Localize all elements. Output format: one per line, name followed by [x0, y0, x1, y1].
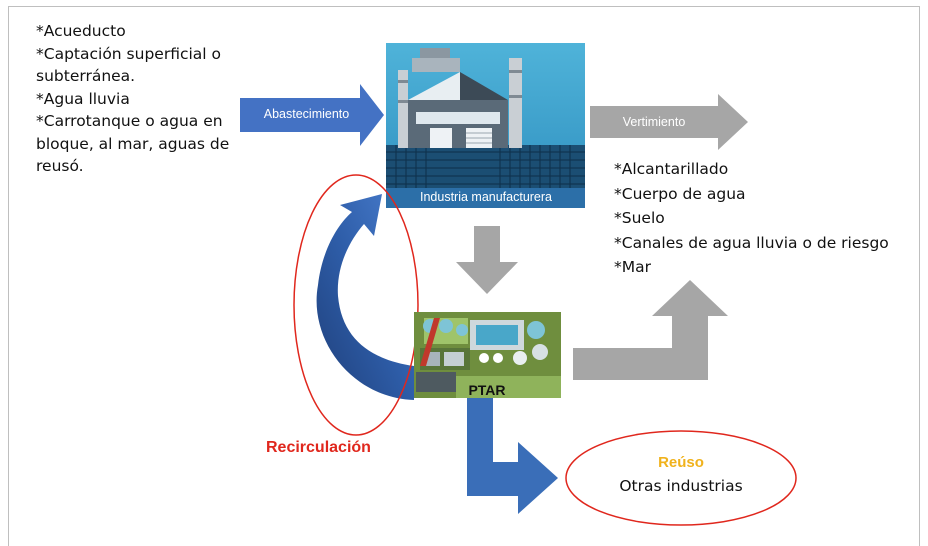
- discharge-arrow-label: Vertimiento: [622, 115, 686, 129]
- supply-arrow-label: Abastecimiento: [263, 107, 350, 121]
- discharge-target-item: *Suelo: [614, 209, 665, 228]
- reuse-subtitle: Otras industrias: [619, 477, 743, 495]
- recirculation-label: Recirculación: [266, 439, 371, 456]
- industry-building-image: [386, 43, 585, 208]
- industry-label: Industria manufacturera: [419, 190, 552, 204]
- water-source-item: reusó.: [36, 157, 84, 175]
- water-source-item: bloque, al mar, aguas de: [36, 134, 230, 153]
- water-sources-list: *Acueducto *Captación superficial o subt…: [36, 20, 261, 178]
- down-arrow: [456, 226, 518, 294]
- diagram-frame: [8, 6, 920, 546]
- discharge-target-item: *Mar: [614, 258, 651, 277]
- reuse-ellipse: [565, 430, 797, 526]
- discharge-target-item: *Canales de agua lluvia o de riesgo: [614, 233, 889, 252]
- water-source-item: *Agua lluvia: [36, 89, 130, 108]
- recirculation-ellipse: [293, 174, 419, 436]
- water-source-item: *Acueducto: [36, 22, 126, 40]
- water-source-item: subterránea.: [36, 67, 136, 85]
- recirculation-arrow: [316, 194, 414, 400]
- ptar-label: PTAR: [468, 382, 506, 398]
- ptar-plant-image: [414, 312, 561, 398]
- water-source-item: *Carrotanque o agua en: [36, 112, 223, 130]
- reuse-title: Reúso: [658, 454, 704, 471]
- discharge-arrow: [590, 94, 748, 150]
- ptar-discharge-arrow: [573, 280, 728, 380]
- supply-arrow: [240, 84, 384, 146]
- discharge-targets-list: *Alcantarillado *Cuerpo de agua *Suelo *…: [614, 157, 924, 280]
- discharge-target-item: *Alcantarillado: [614, 160, 729, 178]
- water-source-item: *Captación superficial o: [36, 44, 222, 63]
- reuse-arrow: [467, 398, 558, 514]
- discharge-target-item: *Cuerpo de agua: [614, 184, 746, 203]
